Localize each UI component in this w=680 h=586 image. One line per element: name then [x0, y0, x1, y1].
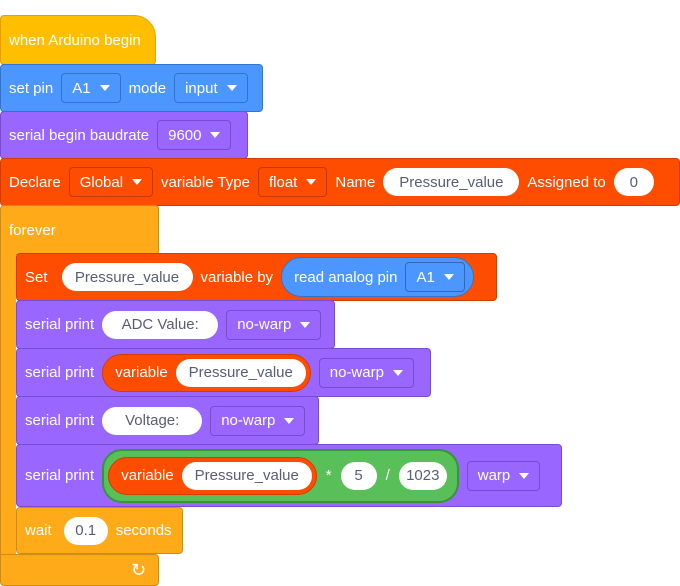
print1-mode-dropdown[interactable]: no-warp	[226, 309, 322, 340]
multiplier-field[interactable]: 5	[340, 461, 377, 490]
caret-down-icon	[443, 274, 454, 280]
caret-down-icon	[99, 85, 110, 91]
caret-down-icon	[210, 132, 221, 138]
set-pin-label: set pin	[9, 79, 54, 97]
declare-variable-block[interactable]: Declare Global variable Type float Name …	[0, 158, 680, 206]
declare-label: Declare	[9, 173, 61, 191]
set-pin-block[interactable]: set pin A1 mode input	[0, 64, 263, 112]
variable-name-field[interactable]: Pressure_value	[175, 358, 306, 387]
read-analog-pin-reporter[interactable]: read analog pin A1	[281, 257, 474, 297]
serial-begin-block[interactable]: serial begin baudrate 9600	[0, 111, 248, 159]
initial-value-field[interactable]: 0	[613, 168, 654, 196]
forever-label: forever	[9, 221, 56, 239]
assigned-to-label: Assigned to	[527, 173, 606, 191]
wait-seconds-field[interactable]: 0.1	[63, 516, 108, 545]
caret-down-icon	[226, 85, 237, 91]
variable-type-label: variable Type	[161, 173, 250, 191]
forever-arm	[0, 252, 16, 556]
adc-text-field[interactable]: ADC Value:	[102, 310, 219, 339]
variable-label: variable	[115, 364, 168, 381]
serial-print-calc-block[interactable]: serial print variable Pressure_value * 5…	[16, 444, 562, 507]
multiply-operator: *	[325, 467, 332, 484]
caret-down-icon	[132, 179, 143, 185]
print2-mode-dropdown[interactable]: no-warp	[318, 357, 414, 388]
variable-name-field[interactable]: Pressure_value	[383, 168, 520, 196]
wait-label: wait	[25, 522, 52, 539]
divide-operator: /	[385, 467, 390, 484]
variable-label: variable	[121, 467, 174, 484]
variable-name-field[interactable]: Pressure_value	[181, 461, 312, 490]
serial-print-label: serial print	[25, 316, 95, 333]
caret-down-icon	[519, 472, 530, 479]
variable-reporter[interactable]: variable Pressure_value	[102, 353, 311, 392]
seconds-label: seconds	[115, 522, 172, 539]
caret-down-icon	[284, 417, 295, 424]
set-variable-block[interactable]: Set Pressure_value variable by read anal…	[16, 253, 497, 301]
caret-down-icon	[392, 369, 403, 376]
variable-by-label: variable by	[200, 268, 274, 286]
forever-top[interactable]: forever	[0, 205, 159, 255]
serial-print-adc-block[interactable]: serial print ADC Value: no-warp	[16, 300, 335, 349]
scope-dropdown[interactable]: Global	[68, 167, 154, 197]
wait-block[interactable]: wait 0.1 seconds	[16, 507, 183, 554]
mode-label: mode	[128, 79, 167, 97]
forever-bottom	[0, 554, 159, 586]
read-analog-pin-label: read analog pin	[294, 268, 398, 286]
serial-print-variable-block[interactable]: serial print variable Pressure_value no-…	[16, 348, 431, 397]
divisor-field[interactable]: 1023	[398, 461, 447, 490]
mode-dropdown[interactable]: input	[174, 73, 248, 103]
loop-arrow-icon: ↻	[131, 560, 147, 580]
name-label: Name	[335, 173, 376, 191]
serial-print-label: serial print	[25, 467, 95, 484]
caret-down-icon	[300, 321, 311, 328]
baudrate-dropdown[interactable]: 9600	[157, 120, 232, 150]
print3-mode-dropdown[interactable]: no-warp	[210, 405, 306, 436]
voltage-text-field[interactable]: Voltage:	[102, 406, 203, 435]
when-arduino-begin-block[interactable]: when Arduino begin	[0, 15, 156, 65]
serial-print-voltage-block[interactable]: serial print Voltage: no-warp	[16, 396, 319, 445]
math-operator-reporter[interactable]: variable Pressure_value * 5 / 1023	[102, 448, 459, 503]
analog-pin-dropdown[interactable]: A1	[405, 262, 465, 292]
caret-down-icon	[306, 179, 317, 185]
set-label: Set	[25, 268, 48, 286]
type-dropdown[interactable]: float	[258, 167, 328, 197]
set-variable-name-field[interactable]: Pressure_value	[61, 263, 193, 291]
pin-dropdown[interactable]: A1	[61, 73, 121, 103]
variable-reporter[interactable]: variable Pressure_value	[108, 456, 317, 495]
hat-label: when Arduino begin	[9, 31, 141, 49]
print4-mode-dropdown[interactable]: warp	[466, 460, 541, 491]
serial-print-label: serial print	[25, 364, 95, 381]
serial-print-label: serial print	[25, 412, 95, 429]
serial-begin-label: serial begin baudrate	[9, 126, 150, 144]
